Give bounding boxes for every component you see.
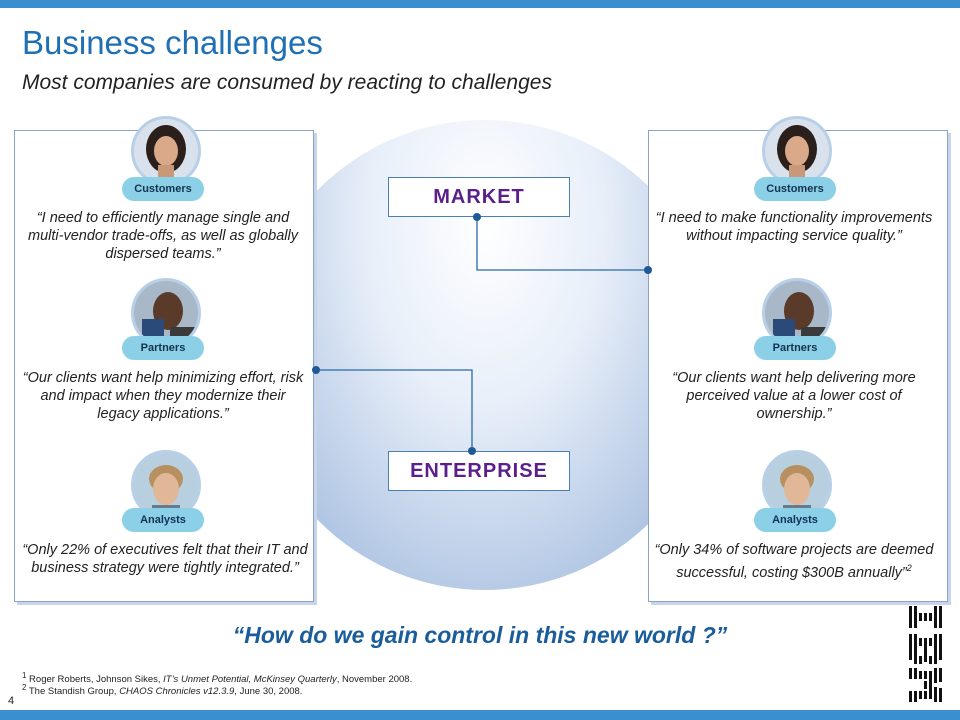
role-pill-customers-right: Customers — [754, 177, 836, 201]
slide-title: Business challenges — [22, 24, 323, 61]
footnote-1-post: , November 2008. — [336, 674, 413, 686]
quote-partners-left: “Our clients want help minimizing effort… — [22, 370, 304, 422]
connector-dot-right-panel — [644, 266, 652, 274]
quote-customers-right: “I need to make functionality improvemen… — [655, 210, 933, 244]
page-number: 4 — [8, 695, 15, 707]
footnote-1-pre: Roger Roberts, Johnson Sikes, — [29, 674, 164, 686]
footnote-1: 1 Roger Roberts, Johnson Sikes, IT’s Unm… — [22, 671, 412, 685]
bottom-accent-bar — [0, 710, 960, 720]
quote-analysts-right: “Only 34% of software projects are deeme… — [651, 541, 937, 582]
customer-avatar-left — [131, 116, 201, 186]
role-pill-customers-left: Customers — [122, 177, 204, 201]
connector-dot-enterprise — [468, 447, 476, 455]
quote-partners-right: “Our clients want help delivering more p… — [672, 370, 916, 422]
role-pill-partners-right: Partners — [754, 336, 836, 360]
connector-dot-left-panel — [312, 366, 320, 374]
enterprise-box: ENTERPRISE — [388, 451, 570, 491]
footnote-2-pre: The Standish Group, — [28, 686, 120, 698]
connector-dot-market — [473, 213, 481, 221]
top-accent-bar — [0, 0, 960, 8]
role-pill-analysts-right: Analysts — [754, 508, 836, 532]
footnote-1-italic: IT’s Unmet Potential, McKinsey Quarterly — [163, 674, 337, 686]
slide-subtitle: Most companies are consumed by reacting … — [22, 71, 552, 94]
quote-analysts-right-text: “Only 34% of software projects are deeme… — [654, 542, 934, 581]
customer-avatar-right — [762, 116, 832, 186]
footnote-2-italic: CHAOS Chronicles v12.3.9 — [119, 686, 235, 698]
footnote-2: 2 The Standish Group, CHAOS Chronicles v… — [22, 683, 302, 697]
analyst-avatar-right — [762, 450, 832, 520]
footnote-1-number: 1 — [22, 671, 27, 680]
quote-analysts-right-footnote-ref: 2 — [906, 563, 912, 573]
ibm-logo — [906, 606, 944, 702]
quote-customers-left: “I need to efficiently manage single and… — [28, 210, 298, 262]
role-pill-partners-left: Partners — [122, 336, 204, 360]
footnote-2-post: , June 30, 2008. — [234, 686, 303, 698]
key-question: “How do we gain control in this new worl… — [232, 622, 728, 648]
role-pill-analysts-left: Analysts — [122, 508, 204, 532]
footnote-2-number: 2 — [22, 683, 27, 692]
quote-analysts-left: “Only 22% of executives felt that their … — [22, 542, 308, 576]
